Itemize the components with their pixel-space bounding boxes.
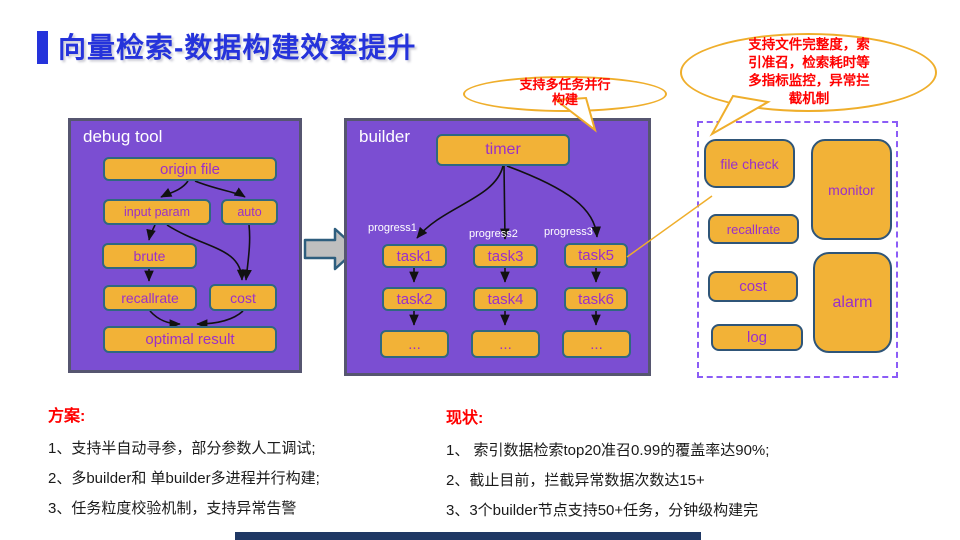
node-recallrate: recallrate xyxy=(103,285,197,311)
node-task6: task6 xyxy=(564,287,628,311)
node-task3: task3 xyxy=(473,244,538,268)
node-input-param: input param xyxy=(103,199,211,225)
plan-item-2: 2、多builder和 单builder多进程并行构建; xyxy=(48,470,320,487)
node-recallrate-monitor: recallrate xyxy=(708,214,799,244)
progress3-label: progress3 xyxy=(544,226,593,238)
plan-heading: 方案: xyxy=(48,408,86,425)
node-cost: cost xyxy=(209,284,277,311)
footer-bar xyxy=(235,532,701,540)
node-task-more-3: ... xyxy=(562,330,631,358)
node-timer: timer xyxy=(436,134,570,166)
plan-block: 方案: 1、支持半自动寻参，部分参数人工调试; 2、多builder和 单bui… xyxy=(48,402,448,524)
status-heading: 现状: xyxy=(446,410,484,427)
node-monitor: monitor xyxy=(811,139,892,240)
node-cost-monitor: cost xyxy=(708,271,798,302)
status-item-2: 2、截止目前，拦截异常数据次数达15+ xyxy=(446,472,705,489)
node-task-more-2: ... xyxy=(471,330,540,358)
status-item-1: 1、 索引数据检索top20准召0.99的覆盖率达90%; xyxy=(446,442,770,459)
debug-tool-panel: debug tool origin file input param auto … xyxy=(68,118,302,373)
node-log: log xyxy=(711,324,803,351)
plan-item-1: 1、支持半自动寻参，部分参数人工调试; xyxy=(48,440,316,457)
page-title: 向量检索-数据构建效率提升 xyxy=(58,32,417,63)
progress1-label: progress1 xyxy=(368,222,417,234)
monitor-dashed-panel: file check recallrate cost log monitor a… xyxy=(697,121,898,378)
status-block: 现状: 1、 索引数据检索top20准召0.99的覆盖率达90%; 2、截止目前… xyxy=(446,404,916,526)
monitoring-callout-text: 支持文件完整度，索引准召，检索耗时等多指标监控，异常拦截机制 xyxy=(748,37,870,106)
node-task4: task4 xyxy=(473,287,538,311)
title-accent-bar xyxy=(37,31,48,64)
parallel-callout-text: 支持多任务并行构建 xyxy=(519,77,611,107)
node-task2: task2 xyxy=(382,287,447,311)
node-file-check: file check xyxy=(704,139,795,188)
node-auto: auto xyxy=(221,199,278,225)
node-task1: task1 xyxy=(382,244,447,268)
builder-panel: builder timer progress1 progress2 progre… xyxy=(344,118,651,376)
debug-tool-label: debug tool xyxy=(83,127,163,146)
status-item-3: 3、3个builder节点支持50+任务，分钟级构建完 xyxy=(446,502,759,519)
node-origin-file: origin file xyxy=(103,157,277,181)
builder-label: builder xyxy=(359,127,411,146)
node-alarm: alarm xyxy=(813,252,892,353)
node-task-more-1: ... xyxy=(380,330,449,358)
node-optimal-result: optimal result xyxy=(103,326,277,353)
node-task5: task5 xyxy=(564,243,628,268)
node-brute: brute xyxy=(102,243,197,269)
plan-item-3: 3、任务粒度校验机制，支持异常告警 xyxy=(48,500,297,517)
progress2-label: progress2 xyxy=(469,228,518,240)
